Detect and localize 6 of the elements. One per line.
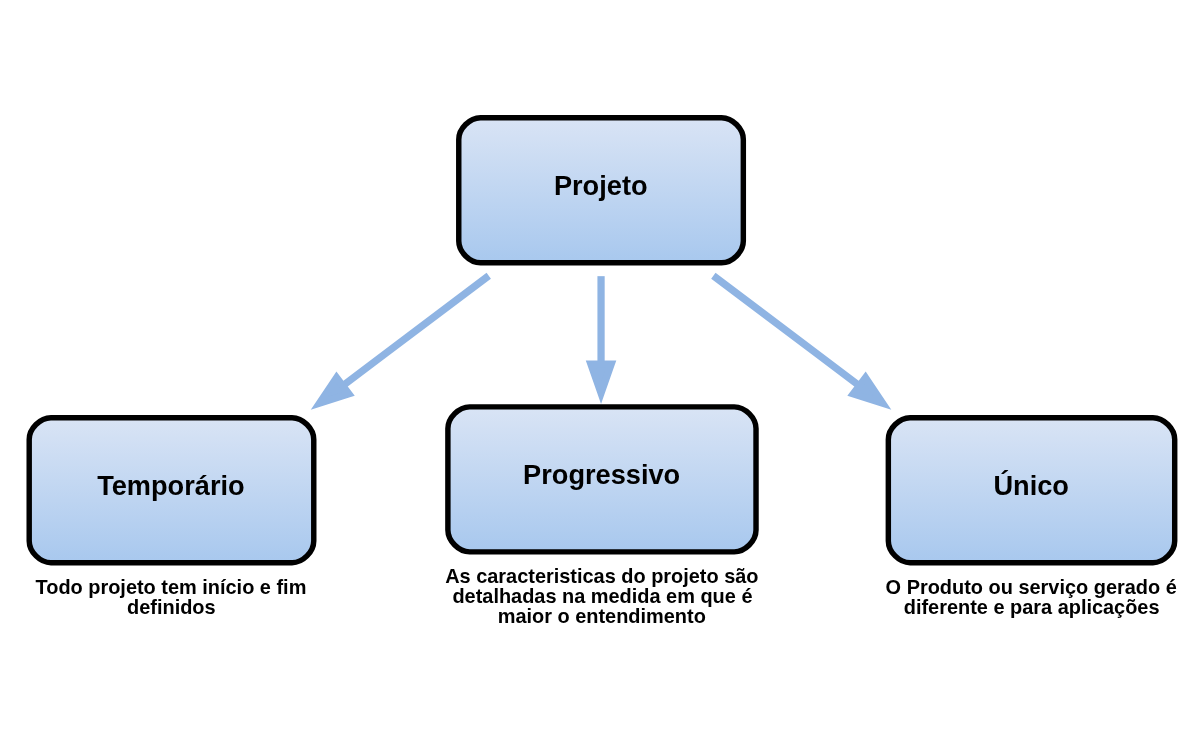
- node-label: As caracteristicas do projeto são detalhadas na medida em que é maior o entendimento: [445, 564, 759, 627]
- arrow: [310, 272, 491, 410]
- arrow: [585, 275, 617, 404]
- node-label: O Produto ou serviço gerado é diferente e para aplicações: [885, 575, 1177, 618]
- arrow: [711, 272, 892, 410]
- node-label: Todo projeto tem início e fim definidos: [35, 575, 307, 618]
